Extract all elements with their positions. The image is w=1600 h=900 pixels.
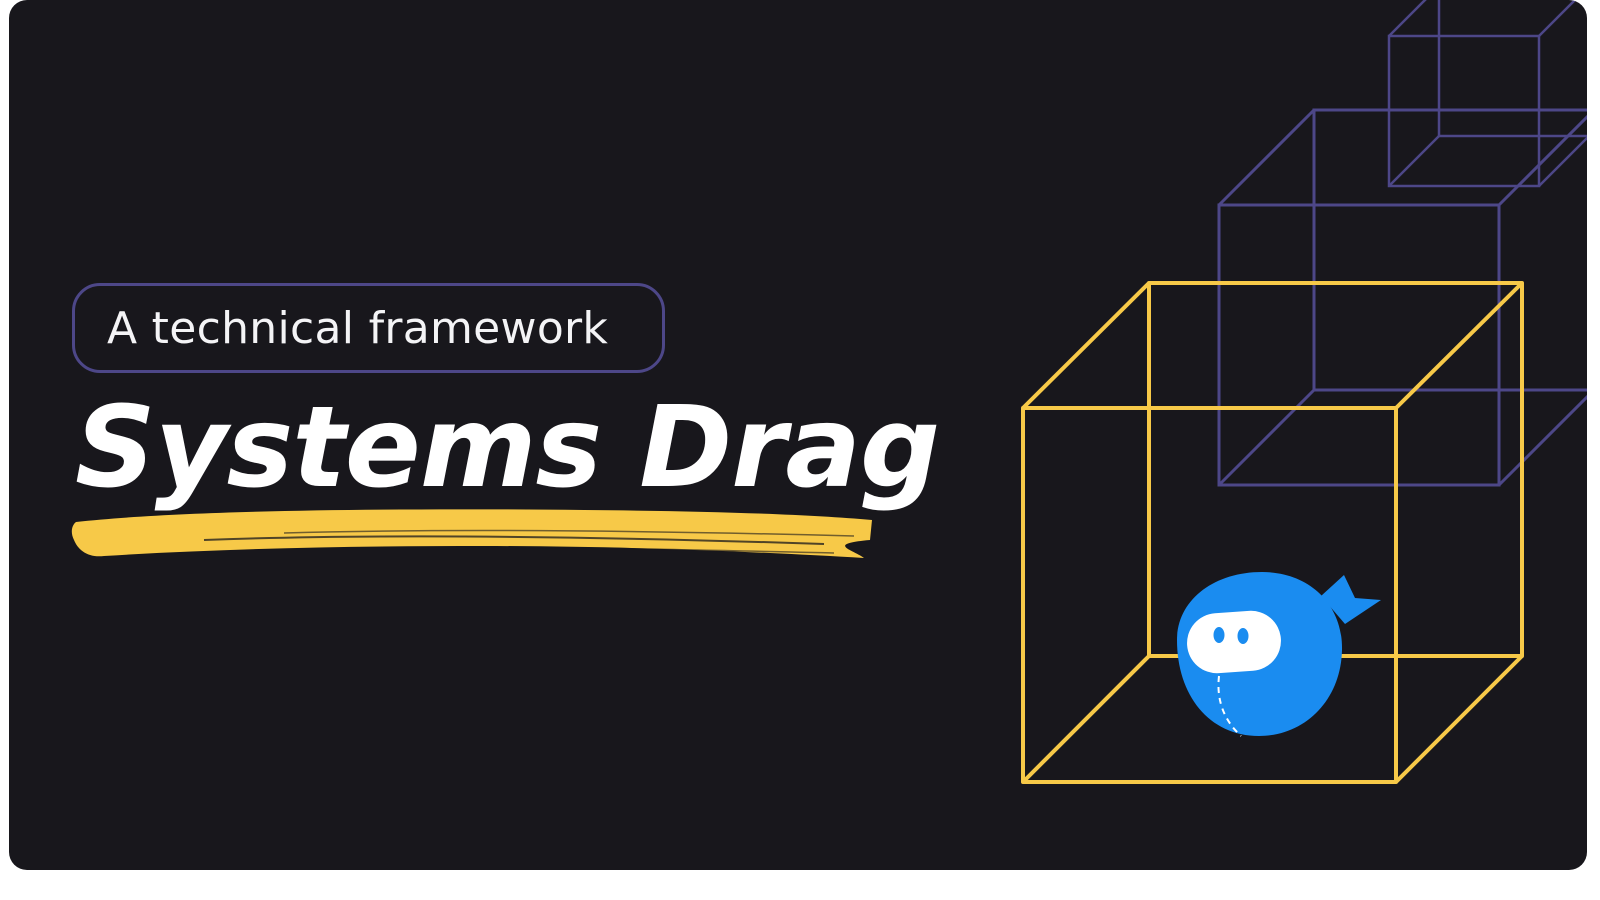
yellow-cube-front-face [1021, 406, 1398, 784]
ninja-ball-mascot-icon [1177, 572, 1381, 737]
subtitle-badge: A technical framework [72, 283, 665, 373]
hero-card: A technical framework Systems Drag [9, 0, 1587, 870]
large-purple-cube-icon [1217, 108, 1587, 487]
brush-stroke-underline [71, 509, 873, 558]
page-title: Systems Drag [75, 383, 940, 513]
subtitle-badge-label: A technical framework [107, 302, 609, 354]
small-purple-cube-icon [1387, 0, 1587, 188]
yellow-cube-icon [1021, 281, 1524, 784]
